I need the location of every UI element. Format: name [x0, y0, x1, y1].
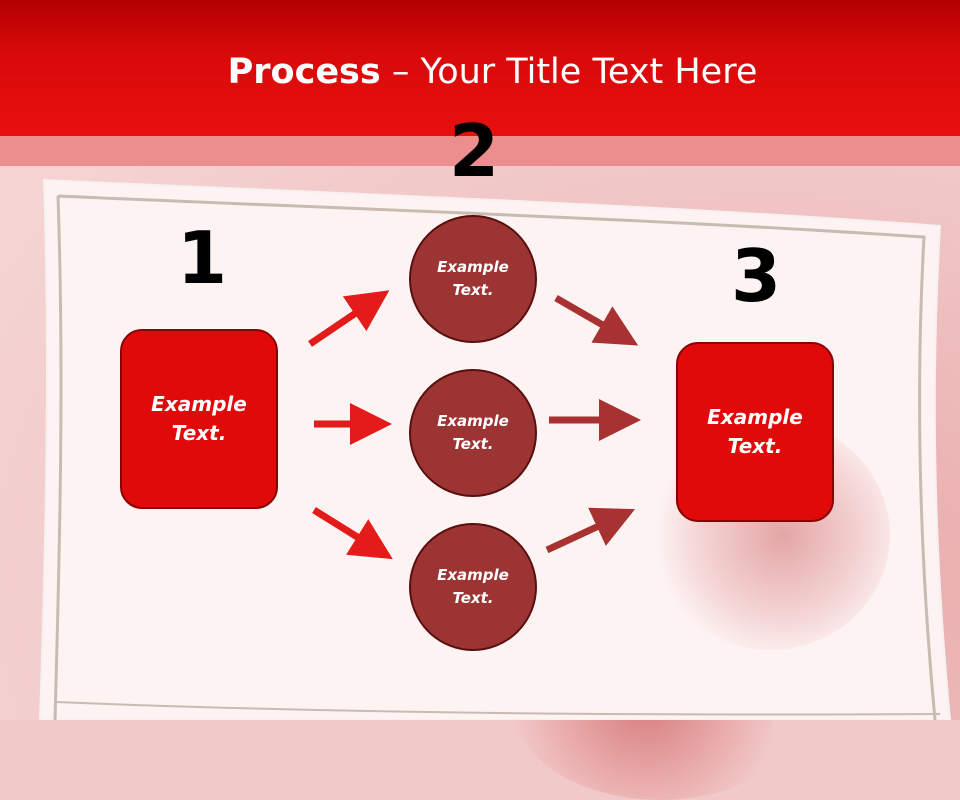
circle-1-line1: Example [437, 258, 509, 276]
step-3-line1: Example [707, 405, 803, 429]
step-1-line1: Example [151, 392, 247, 416]
arrow-from-circle-1 [554, 294, 639, 346]
title-rest: – Your Title Text Here [380, 52, 758, 92]
arrow-to-circle-1 [308, 290, 390, 347]
circle-2-line2: Text. [452, 435, 494, 453]
title-bold: Process [227, 52, 381, 92]
circle-2-line1: Example [437, 412, 509, 430]
circle-3-line2: Text. [452, 589, 494, 607]
circle-1-line2: Text. [452, 281, 494, 299]
step-number-3: 3 [731, 234, 782, 318]
step-number-1: 1 [177, 216, 228, 300]
arrows-layer [308, 290, 641, 560]
arrow-from-circle-3 [545, 507, 636, 554]
slide-title: Process – Your Title Text Here [0, 52, 960, 92]
circle-3-line1: Example [437, 566, 509, 584]
header-bar [0, 0, 960, 136]
step-3-line2: Text. [727, 434, 783, 458]
step-1-line2: Text. [171, 421, 227, 445]
arrow-to-circle-3 [312, 507, 393, 560]
step-number-2: 2 [449, 109, 500, 193]
header-band [0, 136, 960, 166]
